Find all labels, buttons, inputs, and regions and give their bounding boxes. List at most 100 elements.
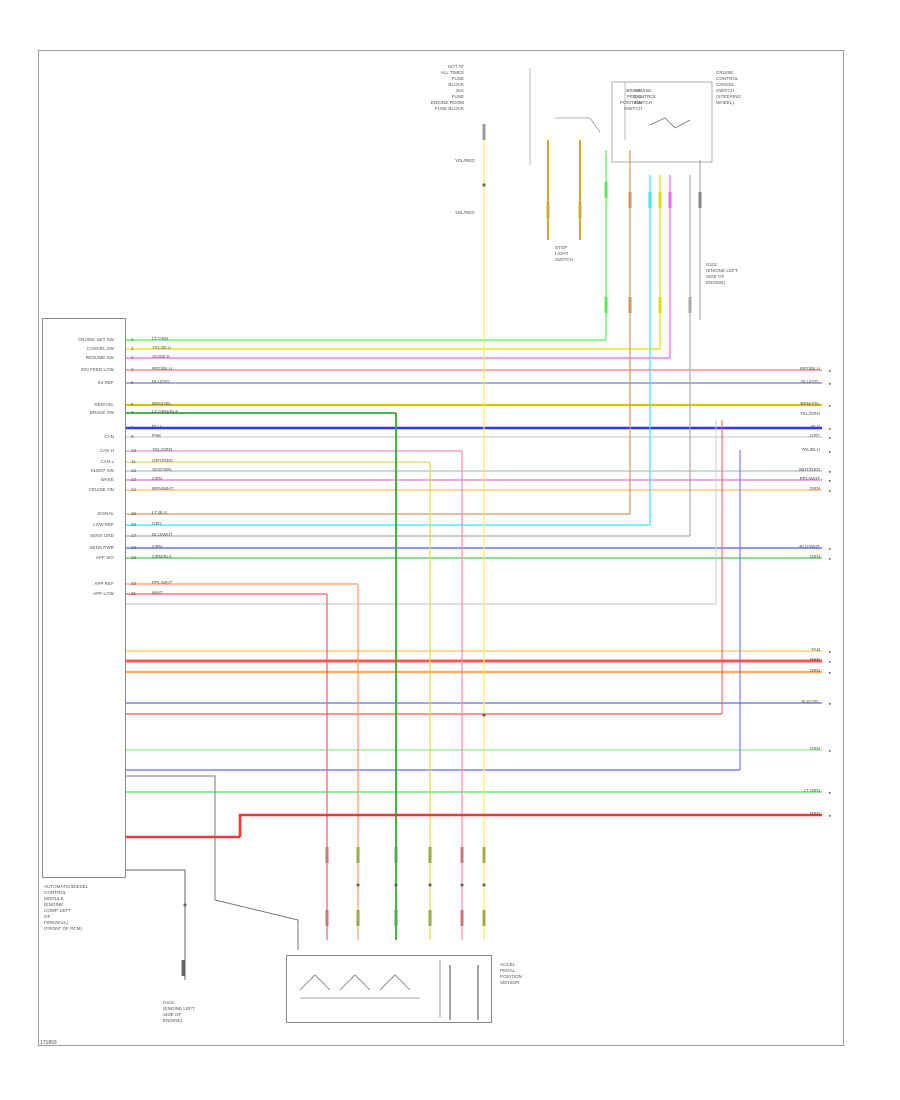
top-connector-5 (648, 192, 652, 208)
splice-dot-2 (482, 713, 486, 717)
bottom-connector-1 (325, 847, 329, 863)
right-wire-label: BRN/YEL (800, 401, 820, 406)
right-wire-label: BLU (811, 424, 820, 429)
ecm-pin-number: 7 (131, 410, 134, 415)
wire-color-label: LT GRN/BLK (152, 409, 179, 414)
ecm-pin-name: IGN FEED LOW (80, 367, 114, 372)
fuse-label-line: FUSE (451, 76, 464, 81)
switch-right-label-line: CRUISE (716, 70, 734, 75)
bottom-connector-12 (482, 910, 486, 926)
right-terminal-marker: ▸ (829, 649, 832, 654)
ecm-pin-number: 16 (131, 522, 137, 527)
right-terminal-marker: ▸ (829, 478, 832, 483)
right-terminal-marker: ▸ (829, 701, 832, 706)
ground-bottom-label-line: SIDE OF (163, 1012, 182, 1017)
bottom-connector-10 (428, 910, 432, 926)
wire-color-label: LT GRN (152, 336, 169, 341)
right-terminal-marker: ▸ (829, 813, 832, 818)
ecm-pin-name: CAN H (99, 448, 114, 453)
ground-top-label-line: G101 (706, 262, 718, 267)
wire-color-label: BRN/WHT (152, 486, 174, 491)
bottom-connector-6 (482, 847, 486, 863)
cruise-cancel-switch-box (611, 81, 713, 163)
ecm-pin-name: APP SIG (95, 555, 114, 560)
ecm-pin-number: 5 (131, 380, 134, 385)
accel-sensor-label-line: POSITION (500, 974, 522, 979)
right-wire-label: YEL/BLU (801, 447, 820, 452)
wire-color-label: YEL/BLU (152, 345, 171, 350)
fuse-label-line: BLOCK (448, 82, 464, 87)
bottom-connector-2 (356, 847, 360, 863)
ecm-pin-number: 11 (131, 459, 136, 464)
ground-bottom-label-line: ENGINE) (163, 1018, 183, 1023)
top-connector-4 (628, 192, 632, 208)
switch-left-label-line: POSITION (620, 100, 642, 105)
right-terminal-marker: ▸ (829, 426, 832, 431)
ecm-pin-name: CRUISE SET SW (77, 337, 114, 342)
ecm-module-name-line: MODULE (44, 896, 64, 901)
switch-right-label-line: WHEEL) (716, 100, 734, 105)
accelerator-pedal-sensor-box (286, 955, 492, 1023)
ecm-pin-number: 19 (131, 555, 137, 560)
ecm-pin-name: APP LOW (93, 591, 114, 596)
right-terminal-marker: ▸ (829, 435, 832, 440)
top-connector-3 (604, 182, 608, 198)
wire-color-label: ORN/BLK (152, 554, 173, 559)
splice-dot-4 (394, 883, 398, 887)
wire-color-label: PPL/WHT (152, 580, 173, 585)
right-wire-label: GRN (809, 554, 820, 559)
wire-color-label: YEL/GRN (152, 447, 173, 452)
ecm-module-name-line: CONTROL (44, 890, 67, 895)
ecm-pin-number: 2 (131, 346, 134, 351)
switch-left-label-line: SWITCH (623, 106, 642, 111)
wire-color-label: GRY (152, 521, 162, 526)
ecm-pin-number: 12 (131, 468, 137, 473)
accel-sensor-label-line: PEDAL (500, 968, 516, 973)
wire-color-label: WHT (152, 590, 163, 595)
wire-color-label: VIO/BLK (152, 354, 170, 359)
ground-bottom-label-line: G101 (163, 1000, 175, 1005)
brake-pedal-label-line: SWITCH (555, 257, 574, 262)
ecm-pin-number: 8 (131, 425, 134, 430)
ecm-pin-number: 20 (131, 581, 137, 586)
top-connector-7 (668, 192, 672, 208)
wire-color-label: VIO/GRN (152, 467, 172, 472)
top-connector-12 (688, 297, 692, 313)
wire-color-label: BLU/YEL (152, 379, 171, 384)
right-terminal-marker: ▸ (829, 403, 832, 408)
accel-sensor-label-line: ACCEL (500, 962, 516, 967)
ecm-pin-number: 10 (131, 448, 137, 453)
ecm-pin-number: 18 (131, 545, 137, 550)
right-terminal-marker: ▸ (829, 449, 832, 454)
fuse-label-line: HOT AT (447, 64, 464, 69)
wire-color-label: BRN/YEL (152, 401, 172, 406)
ecm-module-name-line: AUTOMATIC/DIESEL (44, 884, 89, 889)
ecm-module-name-line: COMP. LEFT (44, 908, 71, 913)
fuse-label-line: FUSE (451, 94, 464, 99)
top-connector-6 (658, 192, 662, 208)
bottom-connector-8 (356, 910, 360, 926)
ecm-module-box (42, 318, 126, 878)
right-terminal-marker: ▸ (829, 469, 832, 474)
splice-dot-6 (460, 883, 464, 887)
ground-top-label-line: ENGINE) (706, 280, 726, 285)
wire-color-label: GRY/RED (152, 458, 173, 463)
bottom-connector-7 (325, 910, 329, 926)
brake-pedal-label-line: LIGHT (555, 251, 569, 256)
ecm-pin-number: 1 (131, 337, 134, 342)
wire-color-label: PNK (152, 433, 162, 438)
ecm-pin-name: 5V REF (97, 380, 114, 385)
ecm-pin-number: 9 (131, 434, 134, 439)
accel-sensor-label-line: SENSOR (500, 980, 520, 985)
fuse-wire-color-label: YEL/RED (455, 210, 475, 215)
ecm-pin-number: 6 (131, 402, 134, 407)
fuse-connector (482, 124, 486, 140)
fuse-label-line: 20A (455, 88, 464, 93)
ecm-pin-name: SLEEP SW (90, 468, 114, 473)
ecm-module-name-line: (ENGINE (44, 902, 64, 907)
wire-color-label: ORN (152, 476, 163, 481)
ecm-pin-name: RESUME SW (85, 355, 114, 360)
right-wire-label: GRY (810, 433, 820, 438)
bottom-connector-9 (394, 910, 398, 926)
